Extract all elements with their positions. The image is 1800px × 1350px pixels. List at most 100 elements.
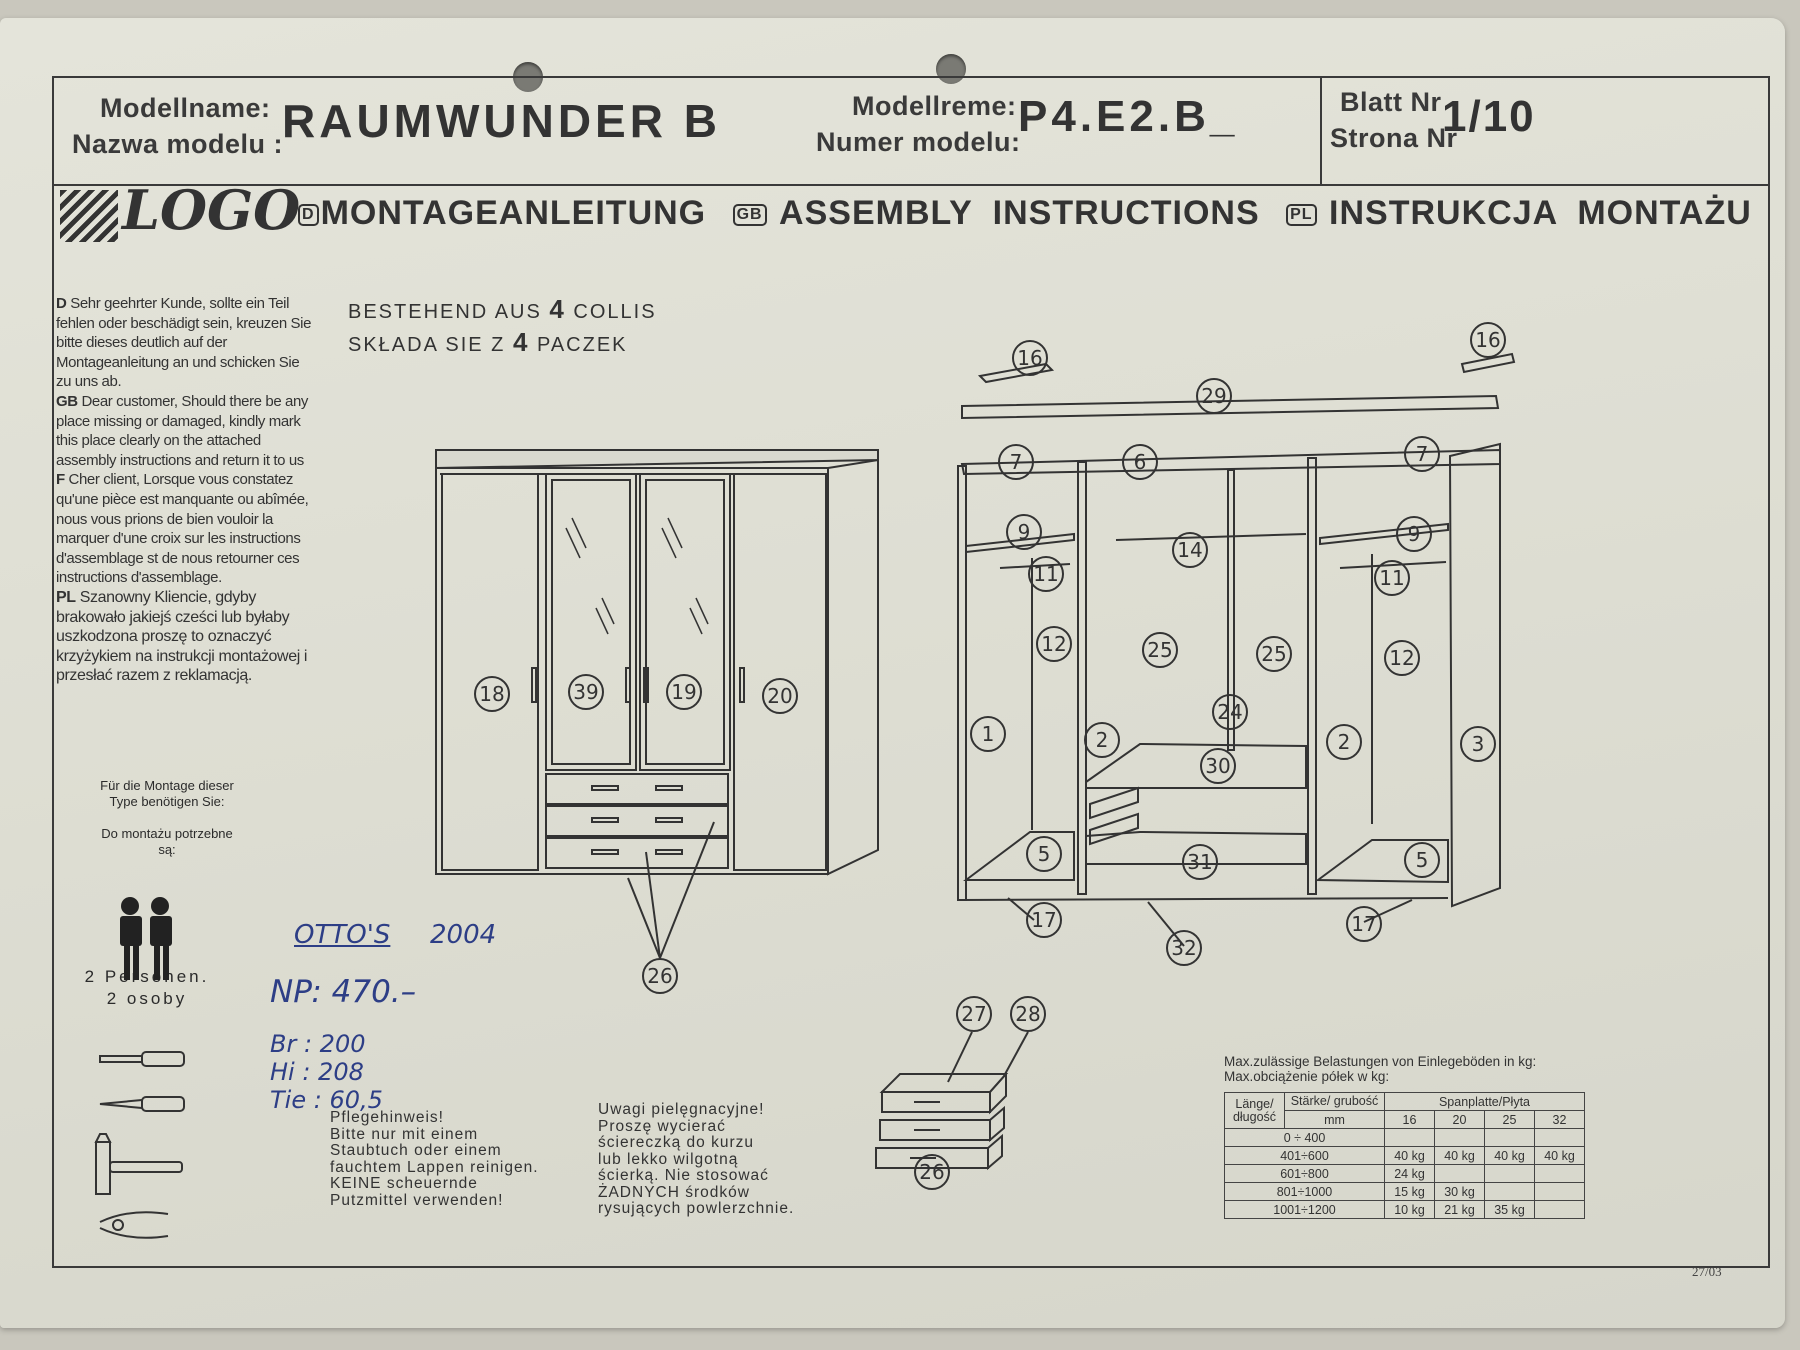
notice-text-gb: Dear customer, Should there be any place… xyxy=(56,392,309,469)
notice-code-gb: GB xyxy=(56,392,78,410)
package-number-pl: 4 xyxy=(512,327,530,357)
care-line-de: fauchtem Lappen reinigen. xyxy=(330,1158,539,1176)
load-table-row: 1001÷1200 10 kg 21 kg 35 kg xyxy=(1224,1200,1585,1219)
part-bubble: 30 xyxy=(1200,748,1236,784)
svg-text:14: 14 xyxy=(1177,538,1202,562)
lang-code-de: D xyxy=(298,204,319,227)
logo-stripes-icon xyxy=(60,190,118,242)
svg-text:25: 25 xyxy=(1147,638,1172,662)
load-table-header-row: Länge/ długość Stärke/ grubość Spanplatt… xyxy=(1224,1092,1585,1129)
svg-text:27: 27 xyxy=(961,1002,986,1026)
flat-screwdriver-icon xyxy=(99,1051,185,1067)
part-bubble: 12 xyxy=(1036,626,1072,662)
svg-text:32: 32 xyxy=(1171,936,1196,960)
svg-text:26: 26 xyxy=(919,1160,944,1184)
care-title-pl: Uwagi pielęgnacyjne! xyxy=(598,1101,765,1118)
part-bubble: 28 xyxy=(1010,996,1046,1032)
svg-text:3: 3 xyxy=(1472,732,1485,756)
part-number-bubbles: 18 39 19 20 26 16 16 29 7 6 7 9 14 9 11 … xyxy=(474,322,1506,1190)
date-stamp: 27/03 xyxy=(1692,1264,1722,1279)
load-table-cell: 24 kg xyxy=(1384,1164,1435,1183)
model-name-label-de: Modellname: xyxy=(100,93,271,123)
care-line-de: Staubtuch oder einem xyxy=(330,1142,502,1159)
part-bubble: 20 xyxy=(762,678,798,714)
load-table-thickness: 32 xyxy=(1534,1110,1585,1129)
model-name: RAUMWUNDER B xyxy=(282,95,721,147)
part-bubble: 19 xyxy=(666,674,702,710)
care-line-pl: lub lekko wilgotną xyxy=(598,1150,739,1168)
svg-text:20: 20 xyxy=(767,684,792,708)
lang-code-gb: GB xyxy=(732,204,767,227)
notice-text-f: Cher client, Lorsque vous constatez qu'u… xyxy=(56,471,309,587)
svg-text:39: 39 xyxy=(573,680,598,704)
care-line-de: Bitte nur mit einem xyxy=(330,1125,479,1143)
load-table-cell: 40 kg xyxy=(1434,1146,1485,1165)
care-instructions-pl: Uwagi pielęgnacyjne! Proszę wycierać ści… xyxy=(598,1101,794,1218)
part-bubble: 11 xyxy=(1374,560,1410,596)
assembly-requirement-pl: Do montażu potrzebne są: xyxy=(101,826,233,857)
load-table-cell: 21 kg xyxy=(1434,1200,1485,1219)
notice-code-f: F xyxy=(56,471,65,489)
phillips-screwdriver-icon xyxy=(99,1096,185,1112)
wardrobe-front-view xyxy=(435,449,879,959)
wardrobe-exploded-view xyxy=(957,352,1516,947)
load-table-thickness: 20 xyxy=(1434,1110,1485,1129)
sheet-label-de: Blatt Nr xyxy=(1340,87,1442,117)
svg-text:12: 12 xyxy=(1389,646,1414,670)
model-number: P4.E2.B_ xyxy=(1018,92,1239,141)
svg-text:30: 30 xyxy=(1205,754,1230,778)
load-table-subheader-row: mm 16 20 25 32 xyxy=(1225,1110,1585,1129)
package-count-de: BESTEHEND AUS 4 COLLIS xyxy=(348,294,657,327)
model-number-label-de: Modellreme: xyxy=(852,91,1017,121)
svg-text:11: 11 xyxy=(1033,562,1058,586)
care-line-pl: ŻADNYCH środków xyxy=(598,1183,750,1201)
part-bubble: 12 xyxy=(1384,640,1420,676)
notice-text-pl: Szanowny Kliencie, gdyby brakowało jakie… xyxy=(56,588,308,685)
part-bubble: 7 xyxy=(1404,436,1440,472)
part-bubble: 17 xyxy=(1346,906,1382,942)
part-bubble: 16 xyxy=(1012,340,1048,376)
package-count: BESTEHEND AUS 4 COLLIS SKŁADA SIE Z 4 PA… xyxy=(348,294,657,360)
sheet-number: 1/10 xyxy=(1442,92,1536,141)
svg-text:2: 2 xyxy=(1338,730,1351,754)
part-bubble: 27 xyxy=(956,996,992,1032)
title-gb: ASSEMBLY INSTRUCTIONS xyxy=(779,194,1260,232)
svg-text:12: 12 xyxy=(1041,632,1066,656)
notice-text-d: Sehr geehrter Kunde, sollte ein Teil feh… xyxy=(56,295,312,391)
assembly-requirement: Für die Montage dieser Type benötigen Si… xyxy=(92,778,242,858)
part-bubble: 18 xyxy=(474,676,510,712)
handwritten-depth: Tie : 60,5 xyxy=(270,1086,383,1114)
part-bubble: 29 xyxy=(1196,378,1232,414)
part-bubble: 6 xyxy=(1122,444,1158,480)
persons-label: 2 Personen. 2 osoby xyxy=(72,966,222,1010)
missing-parts-notice: D Sehr geehrter Kunde, sollte ein Teil f… xyxy=(56,294,318,686)
package-suffix-pl: PACZEK xyxy=(536,334,628,356)
header-block: Modellname: Nazwa modelu : RAUMWUNDER B … xyxy=(54,78,1768,186)
load-table-material-header: Spanplatte/Płyta xyxy=(1384,1092,1585,1111)
load-table-length-header: Länge/ długość xyxy=(1224,1092,1285,1129)
instruction-sheet: Modellname: Nazwa modelu : RAUMWUNDER B … xyxy=(0,18,1785,1328)
svg-text:9: 9 xyxy=(1408,522,1421,546)
svg-text:29: 29 xyxy=(1201,384,1226,408)
svg-text:9: 9 xyxy=(1018,520,1031,544)
part-bubble: 9 xyxy=(1396,516,1432,552)
part-bubble: 3 xyxy=(1460,726,1496,762)
handwritten-year: 2004 xyxy=(430,920,497,950)
load-table-range: 1001÷1200 xyxy=(1224,1200,1385,1219)
part-bubble: 26 xyxy=(642,958,678,994)
load-table: Länge/ długość Stärke/ grubość Spanplatt… xyxy=(1224,1092,1585,1219)
part-bubble: 26 xyxy=(914,1154,950,1190)
svg-text:26: 26 xyxy=(647,964,672,988)
part-bubble: 24 xyxy=(1212,694,1248,730)
svg-text:6: 6 xyxy=(1134,450,1147,474)
notice-code-d: D xyxy=(56,295,67,312)
load-table-title-pl: Max.obciążenie półek w kg: xyxy=(1224,1069,1390,1084)
svg-text:17: 17 xyxy=(1031,908,1056,932)
svg-text:2: 2 xyxy=(1096,728,1109,752)
svg-text:11: 11 xyxy=(1379,566,1404,590)
care-instructions-de: Pflegehinweis! Bitte nur mit einem Staub… xyxy=(330,1109,539,1209)
part-bubble: 16 xyxy=(1470,322,1506,358)
assembly-requirement-de: Für die Montage dieser Type benötigen Si… xyxy=(100,778,234,809)
part-bubble: 17 xyxy=(1026,902,1062,938)
